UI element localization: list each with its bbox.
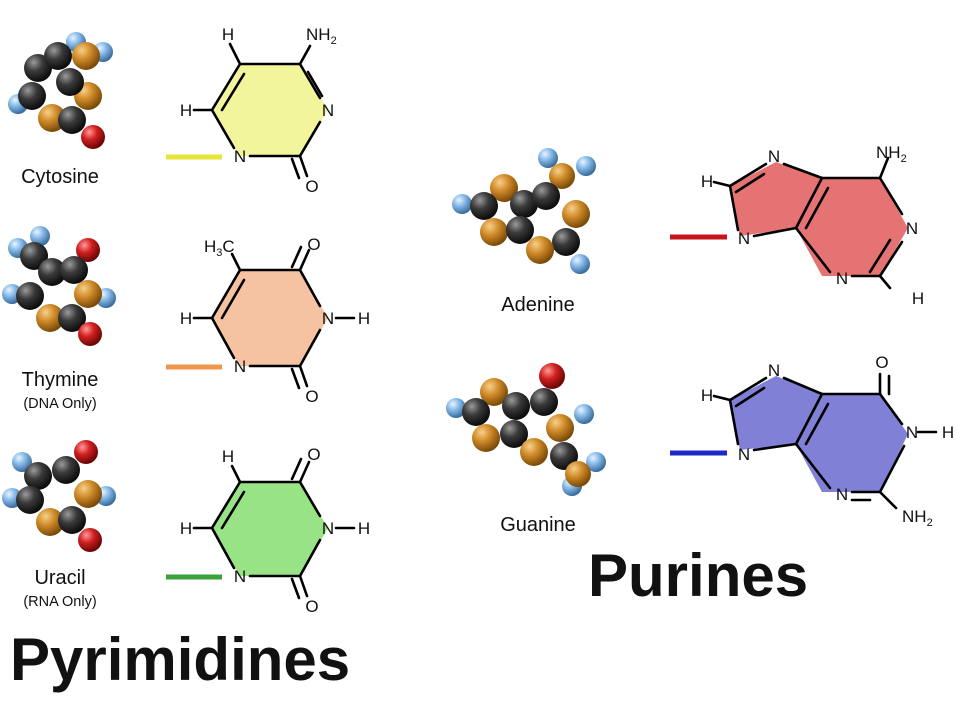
atom-o: O bbox=[305, 597, 318, 616]
uracil-note: (RNA Only) bbox=[23, 594, 96, 610]
atom-o: O bbox=[307, 445, 320, 464]
cytosine-ring-fill bbox=[212, 64, 328, 156]
atom-h: H bbox=[222, 447, 234, 466]
atom-methyl: H3C bbox=[204, 237, 235, 259]
atom-o: O bbox=[305, 177, 318, 196]
atom-n: N bbox=[836, 485, 848, 504]
atom-h: H bbox=[358, 519, 370, 538]
thymine-name: Thymine bbox=[22, 369, 99, 391]
uracil-structure bbox=[192, 457, 356, 600]
atom-n: N bbox=[836, 269, 848, 288]
atom-n: N bbox=[234, 147, 246, 166]
purines-title: Purines bbox=[588, 542, 808, 609]
atom-h: H bbox=[180, 519, 192, 538]
atom-h: H bbox=[358, 309, 370, 328]
atom-amine: NH2 bbox=[306, 25, 337, 47]
cytosine-name: Cytosine bbox=[21, 166, 99, 188]
atom-h: H bbox=[222, 25, 234, 44]
atom-amine: NH2 bbox=[902, 507, 933, 529]
guanine-3d-model bbox=[446, 363, 606, 496]
atom-h: H bbox=[942, 423, 954, 442]
atom-amine: NH2 bbox=[876, 143, 907, 165]
atom-h: H bbox=[180, 101, 192, 120]
atom-n: N bbox=[906, 423, 918, 442]
atom-n: N bbox=[768, 147, 780, 166]
thymine-3d-model bbox=[2, 226, 116, 346]
adenine-3d-model bbox=[452, 148, 596, 274]
uracil-ring-fill bbox=[212, 482, 328, 576]
cytosine-structure bbox=[192, 42, 328, 180]
uracil-name: Uracil bbox=[34, 567, 85, 589]
atom-n: N bbox=[234, 357, 246, 376]
thymine-ring-fill bbox=[212, 270, 328, 366]
atom-h: H bbox=[180, 309, 192, 328]
atom-n: N bbox=[322, 101, 334, 120]
uracil-3d-model bbox=[2, 440, 116, 552]
atom-h: H bbox=[701, 172, 713, 191]
atom-n: N bbox=[738, 445, 750, 464]
atom-h: H bbox=[701, 386, 713, 405]
atom-o: O bbox=[305, 387, 318, 406]
atom-o: O bbox=[875, 353, 888, 372]
cytosine-3d-model bbox=[8, 32, 113, 149]
atom-n: N bbox=[906, 219, 918, 238]
atom-n: N bbox=[738, 229, 750, 248]
atom-n: N bbox=[234, 567, 246, 586]
adenine-structure bbox=[712, 156, 908, 290]
thymine-structure bbox=[192, 245, 356, 390]
atom-o: O bbox=[307, 235, 320, 254]
atom-n: N bbox=[322, 519, 334, 538]
guanine-name: Guanine bbox=[500, 514, 576, 536]
guanine-structure bbox=[712, 372, 938, 510]
thymine-note: (DNA Only) bbox=[23, 396, 96, 412]
adenine-name: Adenine bbox=[501, 294, 574, 316]
pyrimidines-title: Pyrimidines bbox=[10, 626, 350, 693]
atom-h: H bbox=[912, 289, 924, 308]
atom-n: N bbox=[768, 361, 780, 380]
atom-n: N bbox=[322, 309, 334, 328]
